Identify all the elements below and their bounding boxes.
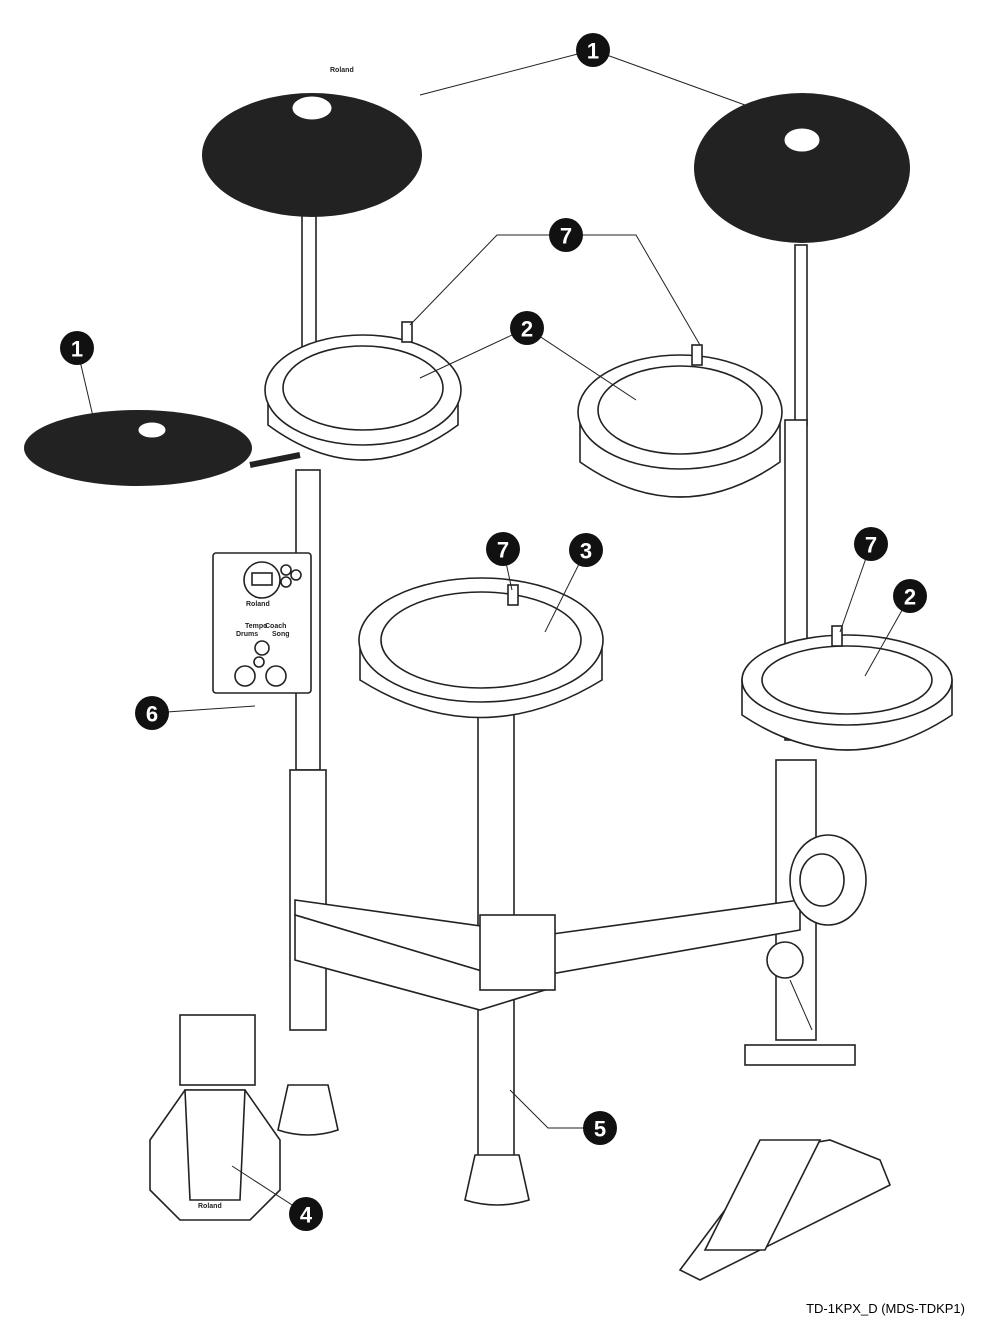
callout-1-top: 1 xyxy=(576,33,610,67)
svg-text:3: 3 xyxy=(580,539,592,564)
callout-4: 4 xyxy=(289,1197,323,1231)
svg-text:1: 1 xyxy=(587,39,599,64)
figure-caption: TD-1KPX_D (MDS-TDKP1) xyxy=(806,1301,965,1316)
module-label-tempo: Tempo xyxy=(245,623,267,630)
hihat-cymbal xyxy=(24,410,301,486)
svg-text:4: 4 xyxy=(300,1203,313,1228)
callout-5: 5 xyxy=(583,1111,617,1145)
crash-cymbal-left: Roland xyxy=(202,67,422,217)
module-label-coach: Coach xyxy=(265,623,286,630)
snare-pad xyxy=(358,577,604,719)
callout-7-top: 7 xyxy=(549,218,583,252)
svg-text:7: 7 xyxy=(497,538,509,563)
svg-text:7: 7 xyxy=(865,533,877,558)
pedal-brand: Roland xyxy=(198,1203,222,1210)
stand-frame xyxy=(277,214,817,1206)
callout-2-top: 2 xyxy=(510,311,544,345)
sound-module: Roland Tempo Coach Drums Song xyxy=(212,552,312,694)
kick-pedal xyxy=(678,941,892,1281)
tom-pad-1 xyxy=(264,321,462,461)
callout-1-left: 1 xyxy=(60,331,94,365)
module-label-song: Song xyxy=(272,631,290,638)
module-label-drums: Drums xyxy=(236,631,258,638)
cymbal-brand: Roland xyxy=(330,67,354,74)
svg-text:5: 5 xyxy=(594,1117,606,1142)
module-brand: Roland xyxy=(246,601,270,608)
kick-pad xyxy=(789,834,867,926)
hihat-controller: Roland xyxy=(149,1014,281,1221)
svg-text:2: 2 xyxy=(904,585,916,610)
svg-text:2: 2 xyxy=(521,317,533,342)
callout-7-snare: 7 xyxy=(486,532,520,566)
svg-text:7: 7 xyxy=(560,224,572,249)
tom-pad-2 xyxy=(577,344,783,498)
svg-text:6: 6 xyxy=(146,702,158,727)
svg-text:1: 1 xyxy=(71,337,83,362)
tom-pad-3 xyxy=(741,625,953,751)
callout-3: 3 xyxy=(569,533,603,567)
callout-6: 6 xyxy=(135,696,169,730)
callout-7-right: 7 xyxy=(854,527,888,561)
callout-2-right: 2 xyxy=(893,579,927,613)
ride-cymbal-right xyxy=(694,93,910,243)
